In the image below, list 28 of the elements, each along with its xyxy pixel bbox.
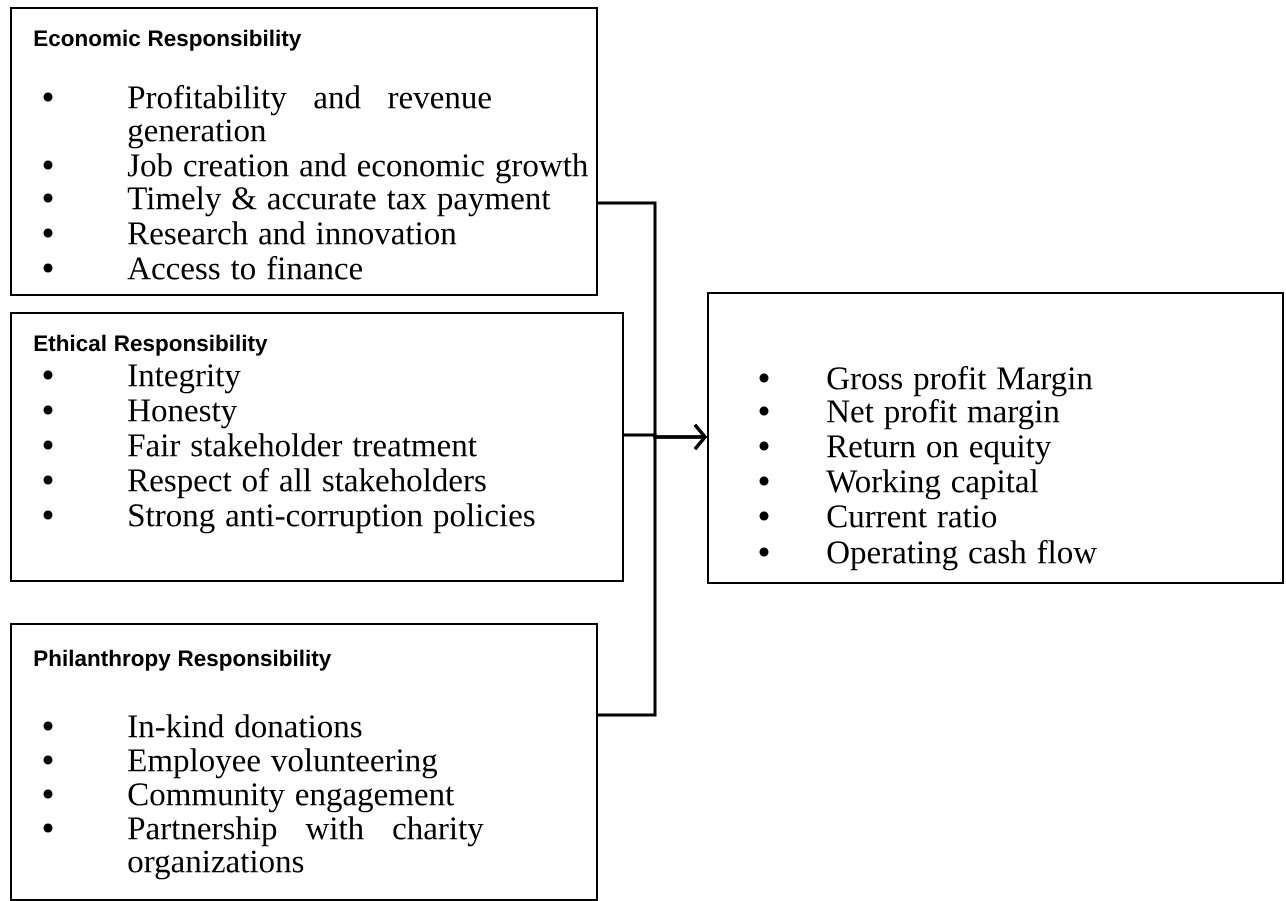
bullet-item: Job creation and economic growth bbox=[127, 153, 588, 184]
bullet-item: In-kind donations bbox=[128, 714, 362, 738]
bullet-item: Integrity bbox=[128, 364, 241, 394]
heading: Philanthropy Responsibility bbox=[34, 649, 332, 671]
bullet-item: Net profit margin bbox=[827, 398, 1060, 430]
arrow bbox=[598, 424, 707, 717]
bullet-item: Operating cash flow bbox=[827, 539, 1097, 571]
text-box bbox=[10, 623, 598, 901]
bullet-item: Profitability and revenue generation bbox=[128, 84, 491, 149]
bullet-item: Return on equity bbox=[827, 435, 1052, 465]
bullet-item: Current ratio bbox=[827, 505, 997, 528]
bullet-item: Access to finance bbox=[127, 255, 363, 280]
text-box bbox=[10, 312, 624, 582]
bullet-item: Working capital bbox=[826, 469, 1039, 500]
text-box bbox=[707, 292, 1284, 584]
bullet-item: Strong anti-corruption policies bbox=[129, 503, 535, 534]
bullet-item: Research and innovation bbox=[128, 221, 457, 245]
heading: Economic Responsibility bbox=[34, 29, 302, 51]
text-box bbox=[10, 7, 598, 296]
bullet-item: Honesty bbox=[128, 399, 238, 429]
bullet-item: Timely & accurate tax payment bbox=[127, 186, 551, 217]
bullet-item: Gross profit Margin bbox=[827, 365, 1093, 397]
bullet-item: Employee volunteering bbox=[128, 748, 438, 779]
bullet-item: Respect of all stakeholders bbox=[128, 467, 486, 499]
heading: Ethical Responsibility bbox=[34, 334, 268, 356]
bullet-item: Fair stakeholder treatment bbox=[128, 433, 477, 457]
bullet-item: Partnership with charity organizations bbox=[128, 816, 484, 880]
bullet-item: Community engagement bbox=[128, 783, 455, 813]
